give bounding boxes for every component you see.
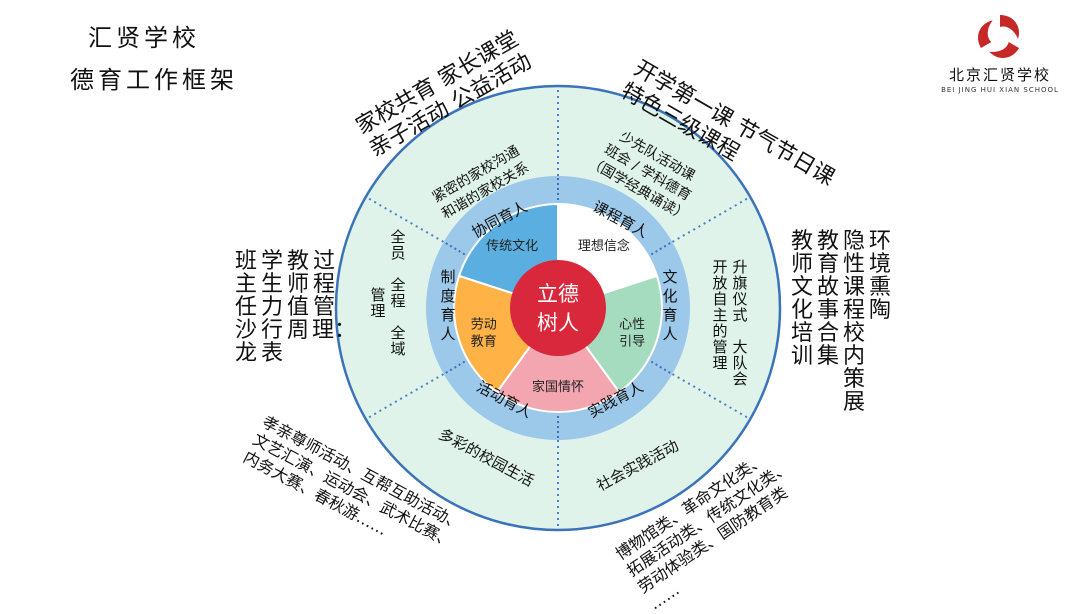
outer-right-col2-char-1: 放 [712, 274, 727, 292]
outer-right-col1-char-6: 队 [732, 354, 747, 372]
framework-title: 德育工作框架 [70, 66, 238, 94]
outer-ring-separators [365, 86, 751, 530]
middle-culture-char-0: 文 [662, 268, 677, 286]
inner-label-mind-guidance-line1: 心性 [619, 318, 645, 333]
middle-culture-char-1: 化 [662, 287, 677, 305]
middle-system-char-0: 制 [440, 268, 455, 286]
inner-label-ideal-belief: 理想信念 [578, 238, 630, 254]
annotation-left-col4: 班主任沙龙 [234, 249, 257, 366]
swirl-logo-icon [978, 15, 1020, 58]
inner-label-labor-education-line2: 教育 [471, 334, 497, 350]
middle-culture-char-2: 育 [662, 306, 677, 324]
outer-right-col2-char-3: 主 [712, 306, 727, 324]
outer-right-col2-char-4: 的 [712, 322, 727, 340]
outer-right-col2-char-0: 开 [712, 258, 727, 276]
center-text-line2: 树人 [537, 311, 579, 335]
inner-sector-patriotism [495, 306, 621, 413]
outer-left-col1-char-3: 全 [390, 276, 405, 294]
middle-system-char-2: 育 [440, 306, 455, 324]
outer-right-col1-char-2: 仪 [732, 290, 747, 308]
outer-left-col1-char-4: 程 [390, 292, 405, 310]
annotation-right-col4: 教师文化培训 [790, 229, 813, 369]
annotation-right-col1: 环境熏陶 [868, 229, 891, 323]
outer-right-col2-char-6: 理 [712, 354, 727, 372]
school-title: 汇贤学校 [88, 24, 200, 52]
inner-label-labor-education-line1: 劳动 [471, 317, 497, 333]
outer-left-col2-char-1: 理 [370, 302, 385, 320]
annotation-left-col2: 教师值周 [286, 249, 309, 343]
inner-label-traditional-culture: 传统文化 [486, 239, 538, 254]
annotation-left-col1: 过程管理： [312, 249, 357, 343]
outer-right-col1-char-3: 式 [732, 306, 747, 324]
inner-label-patriotism: 家国情怀 [532, 379, 584, 395]
outer-right-col1-char-0: 升 [732, 258, 747, 276]
outer-right-col1-char-1: 旗 [732, 274, 747, 292]
middle-culture-char-3: 人 [662, 325, 677, 343]
outer-right-col1-char-5: 大 [732, 338, 747, 356]
annotation-left-col3: 学生力行表 [260, 249, 283, 366]
logo-english-name: BEI JING HUI XIAN SCHOOL [941, 86, 1059, 94]
annotation-right-col3: 教育故事合集 [816, 229, 839, 369]
outer-right-col1-char-7: 会 [732, 370, 747, 388]
outer-left-col1-char-1: 员 [390, 244, 405, 262]
annotation-right-col2: 隐性课程 校内策展 [842, 229, 865, 415]
middle-system-char-3: 人 [440, 325, 455, 343]
school-logo: 北京汇贤学校 BEI JING HUI XIAN SCHOOL [930, 10, 1070, 100]
outer-right-col2-char-2: 自 [712, 290, 727, 308]
outer-left-col1-char-7: 域 [390, 340, 405, 358]
outer-left-col2-char-0: 管 [370, 286, 385, 304]
center-text-line1: 立德 [537, 282, 579, 306]
middle-system-char-1: 度 [440, 287, 455, 305]
outer-left-col1-char-0: 全 [390, 228, 405, 246]
center-circle [510, 260, 606, 356]
outer-right-col2-char-5: 管 [712, 338, 727, 356]
logo-school-name: 北京汇贤学校 [948, 66, 1051, 84]
inner-label-mind-guidance-line2: 引导 [619, 335, 645, 350]
outer-left-col1-char-6: 全 [390, 324, 405, 342]
